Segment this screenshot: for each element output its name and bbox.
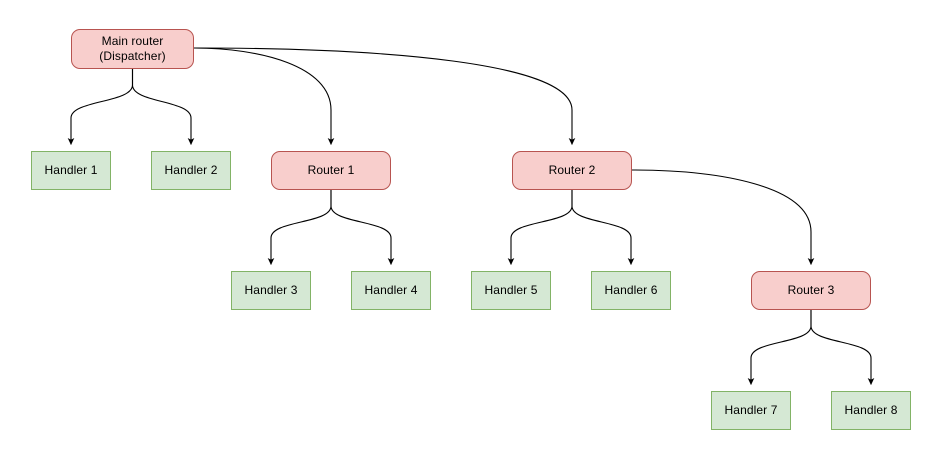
- node-label-handler-1: Handler 1: [44, 163, 98, 177]
- edge-router-3-to-handler-7: [747, 309, 812, 386]
- edge-router-2-to-handler-6: [571, 189, 635, 266]
- node-label-handler-8: Handler 8: [844, 403, 898, 417]
- node-label-handler-5: Handler 5: [484, 283, 538, 297]
- node-router-3[interactable]: Router 3: [751, 271, 871, 310]
- node-label-handler-7: Handler 7: [724, 403, 778, 417]
- node-handler-8[interactable]: Handler 8: [831, 391, 911, 430]
- edge-router-1-to-handler-4: [330, 189, 395, 266]
- node-handler-4[interactable]: Handler 4: [351, 271, 431, 310]
- edge-router-2-to-router-3: [631, 169, 815, 266]
- node-router-2[interactable]: Router 2: [512, 151, 632, 190]
- node-label-router-3: Router 3: [787, 283, 835, 297]
- edge-router-1-to-handler-3: [267, 189, 332, 266]
- node-label-router-1: Router 1: [307, 163, 355, 177]
- edge-main-to-router-1: [193, 47, 335, 146]
- edge-main-to-handler-2: [131, 68, 195, 146]
- node-handler-7[interactable]: Handler 7: [711, 391, 791, 430]
- node-label-handler-6: Handler 6: [604, 283, 658, 297]
- node-label-main-router: Main router (Dispatcher): [99, 34, 166, 63]
- edge-router-2-to-handler-5: [507, 189, 573, 266]
- node-main-router[interactable]: Main router (Dispatcher): [71, 29, 194, 69]
- node-label-router-2: Router 2: [548, 163, 596, 177]
- node-handler-5[interactable]: Handler 5: [471, 271, 551, 310]
- node-label-handler-3: Handler 3: [244, 283, 298, 297]
- node-handler-6[interactable]: Handler 6: [591, 271, 671, 310]
- node-handler-3[interactable]: Handler 3: [231, 271, 311, 310]
- edge-main-to-handler-1: [67, 68, 134, 146]
- node-handler-1[interactable]: Handler 1: [31, 151, 111, 190]
- edge-main-to-router-2: [193, 47, 576, 146]
- node-label-handler-4: Handler 4: [364, 283, 418, 297]
- node-label-handler-2: Handler 2: [164, 163, 218, 177]
- node-router-1[interactable]: Router 1: [271, 151, 391, 190]
- node-handler-2[interactable]: Handler 2: [151, 151, 231, 190]
- edge-router-3-to-handler-8: [810, 309, 875, 386]
